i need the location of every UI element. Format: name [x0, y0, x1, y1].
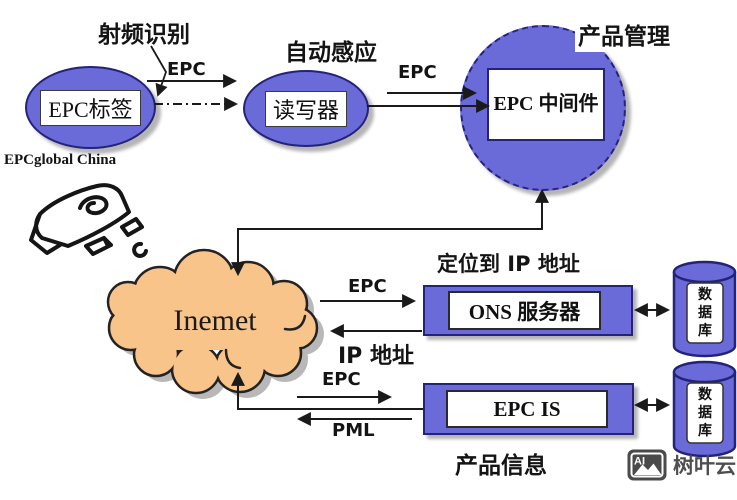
label-ip-address: IP 地址: [338, 344, 414, 369]
ai-image-icon: AI: [627, 449, 667, 481]
label-product-info: 产品信息: [455, 453, 547, 479]
node-epc-tag: EPC标签: [25, 66, 156, 149]
ai-icon-text: AI: [634, 456, 645, 468]
edge-label-epc-4: EPC: [322, 369, 361, 390]
ons-server-label: ONS 服务器: [448, 291, 601, 330]
epc-is-label: EPC IS: [446, 390, 608, 428]
edge-label-epc-1: EPC: [167, 59, 206, 80]
label-epcglobal-china: EPCglobal China: [4, 152, 117, 168]
label-pml: PML: [332, 420, 375, 441]
cloud-curl-bottom: [224, 348, 242, 370]
internet-label: Inemet: [173, 304, 257, 337]
epcglobal-sketch-icon: [29, 183, 148, 258]
watermark-brand: 树叶云: [673, 454, 736, 478]
arrow-rfid-pointer: [150, 45, 168, 97]
reader-label: 读写器: [264, 90, 347, 127]
label-auto-sense: 自动感应: [285, 40, 377, 66]
mountain-glyph: [634, 463, 662, 475]
database-bottom-label: 数据库: [698, 387, 712, 440]
epc-tag-label: EPC标签: [40, 89, 141, 126]
edge-label-epc-3: EPC: [348, 276, 387, 297]
label-locate-ip: 定位到 IP 地址: [437, 252, 580, 276]
watermark: AI 树叶云: [627, 449, 736, 481]
edge-label-epc-2: EPC: [398, 62, 437, 83]
cloud-curl-right: [283, 314, 307, 331]
database-top-label: 数据库: [698, 287, 712, 340]
label-product-management: 产品管理: [575, 16, 673, 52]
middleware-label: EPC 中间件: [487, 68, 605, 141]
node-reader: 读写器: [243, 70, 369, 147]
label-rfid: 射频识别: [98, 22, 190, 48]
